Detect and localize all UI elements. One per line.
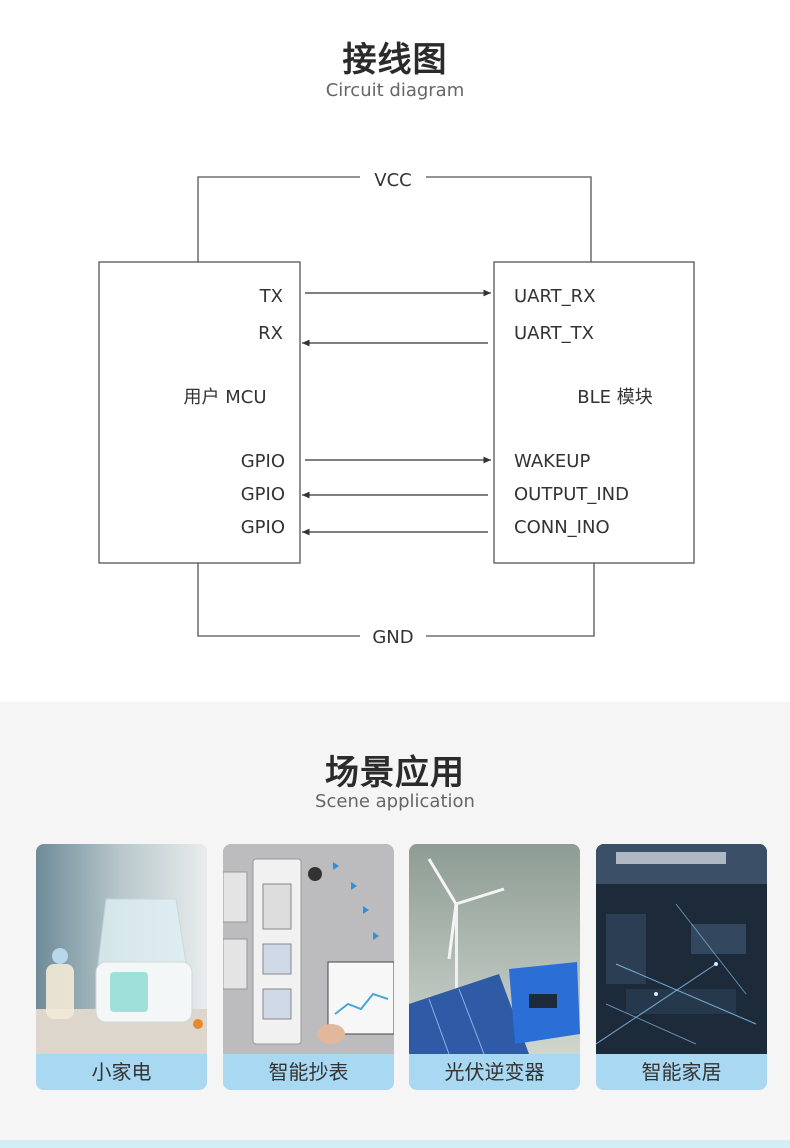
scene-card-solar[interactable]: 光伏逆变器 (409, 844, 580, 1090)
kettle-photo-icon (36, 844, 207, 1054)
scene-section: 场景应用 Scene application 小家电 (0, 702, 790, 1140)
scene-title: 场景应用 (325, 753, 465, 793)
wiring-title: 接线图 (342, 40, 448, 80)
scene-card-appliance[interactable]: 小家电 (36, 844, 207, 1090)
scene-card-label: 智能家居 (596, 1054, 767, 1090)
mcu-pin-rx: RX (258, 323, 283, 344)
gnd-wire-right (426, 563, 595, 637)
mcu-block (98, 261, 301, 564)
scene-card-smart-home[interactable]: 智能家居 (596, 844, 767, 1090)
meter-photo-icon (223, 844, 394, 1054)
scene-card-label: 光伏逆变器 (409, 1054, 580, 1090)
ble-block-name: BLE 模块 (577, 387, 652, 408)
mcu-block-name: 用户 MCU (184, 387, 267, 408)
bottom-band (0, 1140, 790, 1148)
ble-pin-wakeup: WAKEUP (514, 451, 590, 472)
ble-pin-conn-ino: CONN_INO (514, 517, 610, 538)
mcu-pin-gpio-1: GPIO (241, 451, 285, 472)
ble-pin-uart-rx: UART_RX (514, 286, 596, 307)
scene-card-meter[interactable]: 智能抄表 (223, 844, 394, 1090)
gnd-wire-left (197, 563, 360, 637)
vcc-label: VCC (374, 170, 411, 191)
circuit-diagram: VCC GND 用户 MCU BLE 模块 TX RX GPIO GPIO GP… (98, 170, 695, 648)
solar-photo-icon (409, 844, 580, 1054)
mcu-pin-gpio-2: GPIO (241, 484, 285, 505)
ble-block (493, 261, 695, 564)
vcc-wire-right (426, 176, 592, 262)
mcu-pin-tx: TX (259, 286, 283, 307)
ble-pin-uart-tx: UART_TX (514, 323, 594, 344)
ble-pin-output-ind: OUTPUT_IND (514, 484, 629, 505)
wiring-subtitle: Circuit diagram (325, 80, 465, 101)
smart-home-photo-icon (596, 844, 767, 1054)
scene-card-label: 智能抄表 (223, 1054, 394, 1090)
scene-subtitle: Scene application (315, 791, 475, 812)
mcu-pin-gpio-3: GPIO (241, 517, 285, 538)
gnd-label: GND (372, 627, 413, 648)
scene-card-label: 小家电 (36, 1054, 207, 1090)
vcc-wire-left (197, 176, 360, 262)
